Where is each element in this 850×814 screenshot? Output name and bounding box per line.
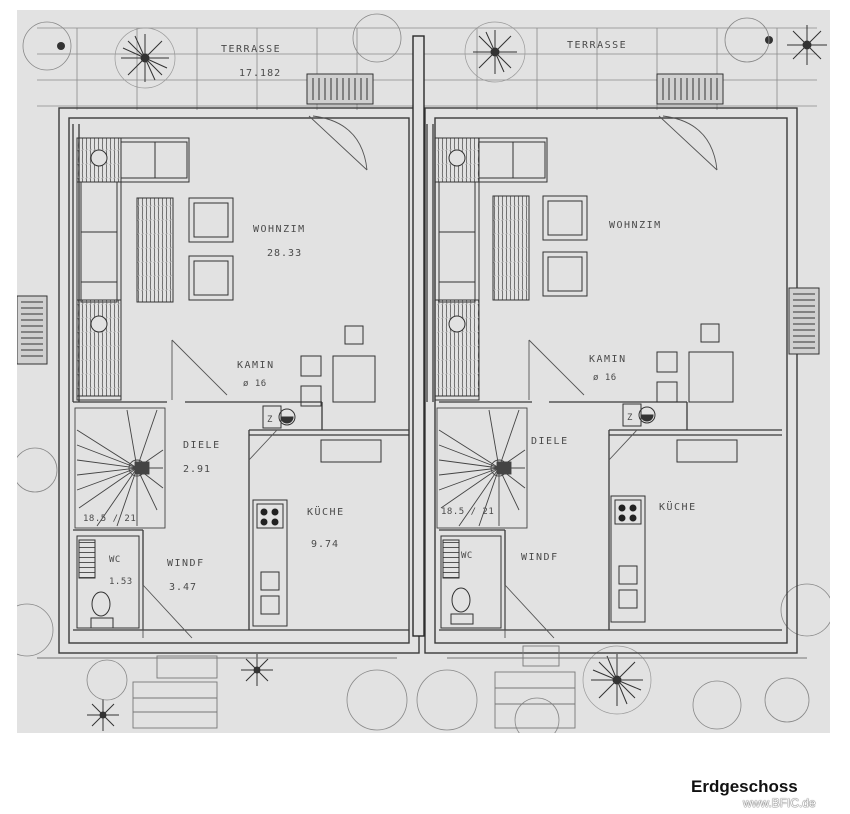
coffee-table [136, 197, 174, 303]
living-room-area: 28.33 [267, 248, 302, 259]
fireplace-size: ø 16 [593, 373, 617, 383]
kitchen-area: 9.74 [311, 539, 339, 550]
vestibule-label: WINDF [167, 558, 205, 569]
wc-area: 1.53 [109, 577, 133, 587]
terrace-door-grille [17, 73, 820, 365]
stove-icon [260, 508, 279, 526]
lamp-icon [90, 149, 108, 167]
stairs-label: 18.5 / 21 [441, 507, 494, 517]
armchair [188, 197, 234, 301]
website-credit: www.BFIC.de [743, 796, 816, 810]
living-room-label: WOHNZIM [609, 220, 662, 231]
tree-icon [57, 21, 827, 731]
party-wall [412, 35, 425, 637]
staircase [436, 407, 528, 529]
staircase [74, 407, 166, 529]
kitchen-counter [252, 439, 382, 627]
fireplace-size: ø 16 [243, 379, 267, 389]
terrace-label: TERRASSE [221, 44, 281, 55]
interior-walls [72, 124, 782, 631]
floor-caption: Erdgeschoss [691, 777, 798, 796]
fireplace [262, 325, 376, 429]
hall-label: DIELE [183, 440, 221, 451]
kitchen-counter [610, 439, 738, 623]
fireplace [622, 323, 734, 427]
stairs-label: 18.5 / 21 [83, 514, 136, 524]
z-mark: Z [267, 415, 273, 425]
vestibule-area: 3.47 [169, 582, 197, 593]
wc-label: WC [109, 555, 121, 565]
wc-fixtures [440, 535, 502, 629]
hall-label: DIELE [531, 436, 569, 447]
entrance-paving [37, 645, 807, 729]
kitchen-label: KÜCHE [659, 500, 697, 513]
wc-label: WC [461, 551, 473, 561]
door-swing [142, 115, 718, 639]
wc-fixtures [76, 535, 140, 629]
armchair [542, 195, 588, 297]
terrace-area: 17.182 [239, 68, 281, 79]
coffee-table [492, 195, 530, 301]
terrace-label: TERRASSE [567, 40, 627, 51]
lamp-icon [448, 149, 466, 167]
terrace-paving [37, 27, 817, 110]
garden-shrubs [17, 13, 830, 733]
vestibule-label: WINDF [521, 552, 559, 563]
lamp-icon [90, 315, 108, 333]
living-room-label: WOHNZIM [253, 224, 306, 235]
floor-plan: TERRASSE 17.182 WOHNZIM 28.33 KAMIN ø 16… [17, 10, 830, 733]
side-table [76, 299, 122, 397]
stove-icon [618, 504, 637, 522]
side-table [434, 299, 480, 397]
fireplace-label: KAMIN [589, 354, 627, 365]
kitchen-label: KÜCHE [307, 505, 345, 518]
fireplace-label: KAMIN [237, 360, 275, 371]
lamp-icon [448, 315, 466, 333]
hall-area: 2.91 [183, 464, 211, 475]
grille-bars [21, 78, 815, 357]
z-mark: Z [627, 413, 633, 423]
